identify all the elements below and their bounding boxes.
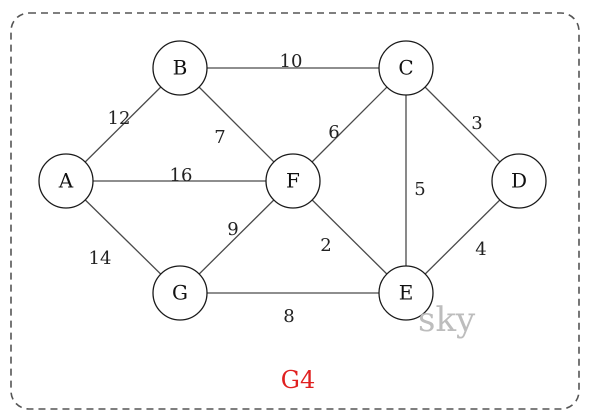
node-circle <box>265 153 321 209</box>
node-label: F <box>286 169 300 193</box>
nodes-layer: A B C D E F G <box>38 40 547 321</box>
edge-weight-a-b: 12 <box>108 108 131 129</box>
edge-weight-f-e: 2 <box>320 235 331 256</box>
edge-weight-b-f: 7 <box>214 127 225 148</box>
node-a: A <box>38 153 94 209</box>
graph-caption: G4 <box>281 366 315 394</box>
edge-weight-g-e: 8 <box>283 306 294 327</box>
node-circle <box>38 153 94 209</box>
node-circle <box>378 265 434 321</box>
node-circle <box>152 265 208 321</box>
edge-weight-c-e: 5 <box>414 179 425 200</box>
node-circle <box>152 40 208 96</box>
edge-weight-f-g: 9 <box>227 219 238 240</box>
edge-weight-d-e: 4 <box>475 239 486 260</box>
weights-layer: 12 16 14 10 7 6 3 5 9 2 4 8 <box>89 51 487 327</box>
edge-weight-f-c: 6 <box>328 122 339 143</box>
watermark-text: sky <box>418 300 476 340</box>
node-label: B <box>173 56 188 80</box>
node-f: F <box>265 153 321 209</box>
node-c: C <box>378 40 434 96</box>
node-label: C <box>398 56 413 80</box>
edge-weight-a-f: 16 <box>170 165 193 186</box>
dashed-frame <box>10 12 580 410</box>
node-label: G <box>172 281 188 305</box>
node-g: G <box>152 265 208 321</box>
node-d: D <box>491 153 547 209</box>
node-circle <box>491 153 547 209</box>
node-e: E <box>378 265 434 321</box>
node-label: D <box>511 169 527 193</box>
node-circle <box>378 40 434 96</box>
node-label: E <box>399 281 414 305</box>
edge-weight-c-d: 3 <box>471 113 482 134</box>
edge-weight-b-c: 10 <box>280 51 303 72</box>
edge-weight-a-g: 14 <box>89 248 112 269</box>
node-label: A <box>58 169 74 193</box>
node-b: B <box>152 40 208 96</box>
